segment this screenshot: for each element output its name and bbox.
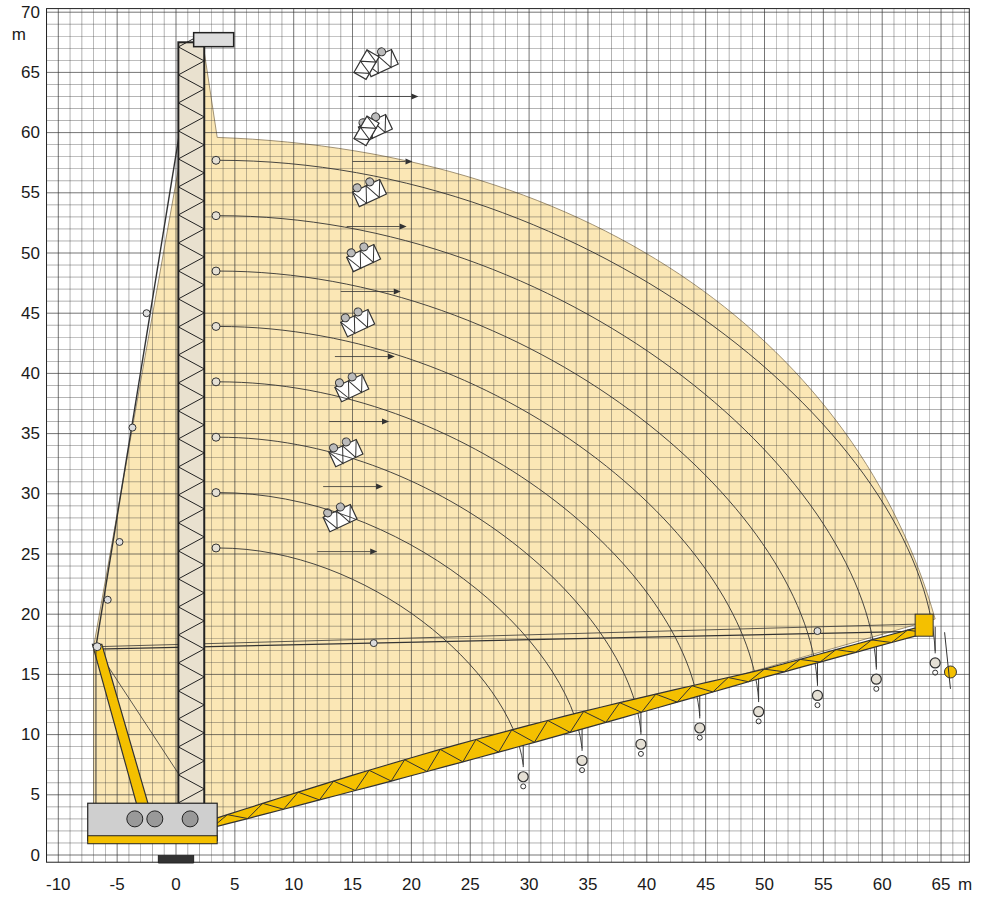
x-axis-label: 60 <box>873 876 892 893</box>
y-axis-label: 60 <box>21 124 40 141</box>
x-axis-label: 45 <box>696 876 715 893</box>
x-axis-label: 50 <box>755 876 774 893</box>
y-axis-label: 40 <box>21 365 40 382</box>
y-axis-label: 0 <box>31 847 40 864</box>
y-axis-label: 5 <box>31 786 40 803</box>
x-axis-label: 30 <box>520 876 539 893</box>
x-axis-label: 55 <box>814 876 833 893</box>
y-axis-label: 55 <box>21 184 40 201</box>
x-axis-label: -5 <box>110 876 125 893</box>
y-axis-label: 65 <box>21 64 40 81</box>
y-axis-label: 45 <box>21 305 40 322</box>
x-axis-label: 40 <box>637 876 656 893</box>
x-axis-label: 15 <box>343 876 362 893</box>
y-axis-label: 50 <box>21 245 40 262</box>
x-axis-label: -10 <box>46 876 71 893</box>
y-axis-label: m <box>12 26 26 43</box>
working-range-area <box>94 36 936 837</box>
y-axis-label: 10 <box>21 726 40 743</box>
y-axis-label: 20 <box>21 606 40 623</box>
x-axis-label: 65 <box>932 876 951 893</box>
y-axis-label: 15 <box>21 666 40 683</box>
y-axis-label: 25 <box>21 546 40 563</box>
x-axis-label: 10 <box>284 876 303 893</box>
grid <box>47 9 970 863</box>
x-axis-label: 25 <box>461 876 480 893</box>
x-axis-label: 20 <box>402 876 421 893</box>
crane-figure <box>88 33 957 863</box>
x-axis-label: 35 <box>578 876 597 893</box>
y-axis-label: 35 <box>21 425 40 442</box>
y-axis-label: 70 <box>21 4 40 21</box>
x-axis-label: 5 <box>230 876 239 893</box>
y-axis-label: 30 <box>21 485 40 502</box>
x-axis-label: m <box>958 876 972 893</box>
x-axis-label: 0 <box>171 876 180 893</box>
